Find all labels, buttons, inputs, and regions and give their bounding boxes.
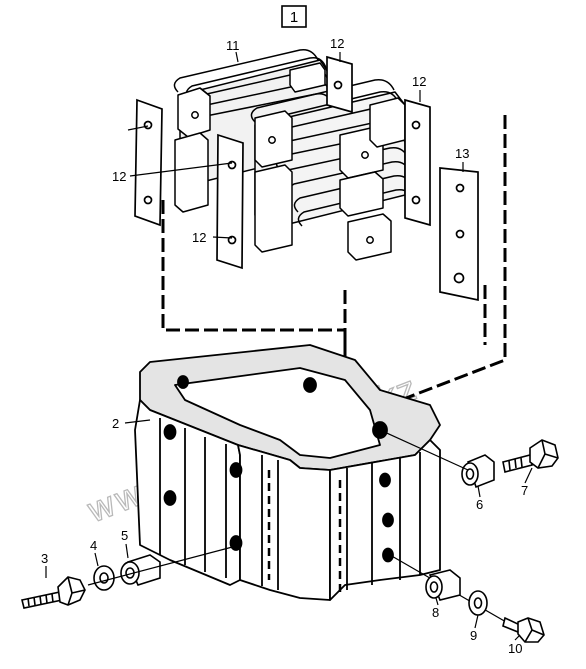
bolt-3	[21, 576, 86, 609]
callout-12-top: 12	[330, 36, 344, 51]
spacer-5	[120, 554, 161, 586]
callout-9: 9	[470, 628, 477, 643]
spacer-6	[461, 454, 495, 489]
callout-6: 6	[476, 497, 483, 512]
figure-number-box: 1	[281, 5, 307, 28]
bolt-7	[502, 439, 559, 473]
callout-12-bottom: 12	[192, 230, 206, 245]
callout-3: 3	[41, 551, 48, 566]
callout-5: 5	[121, 528, 128, 543]
callout-4: 4	[90, 538, 97, 553]
busbar-plates	[134, 55, 479, 302]
axis-line-left	[87, 544, 241, 586]
spacer-8	[425, 569, 461, 601]
housing-frame	[134, 344, 441, 601]
callout-12-left: 12	[112, 169, 126, 184]
callout-2: 2	[112, 416, 119, 431]
callout-12-right: 12	[412, 74, 426, 89]
bolt-10	[502, 616, 545, 643]
washer-4	[93, 565, 115, 591]
callout-10: 10	[508, 641, 522, 656]
callout-11: 11	[226, 38, 240, 53]
washer-9	[468, 590, 488, 616]
callout-7: 7	[521, 483, 528, 498]
figure-number: 1	[290, 9, 298, 26]
leader-lines	[45, 51, 533, 641]
resistor-pack	[173, 48, 415, 261]
callout-13: 13	[455, 146, 469, 161]
callout-8: 8	[432, 605, 439, 620]
axis-line-right-upper	[379, 429, 469, 471]
